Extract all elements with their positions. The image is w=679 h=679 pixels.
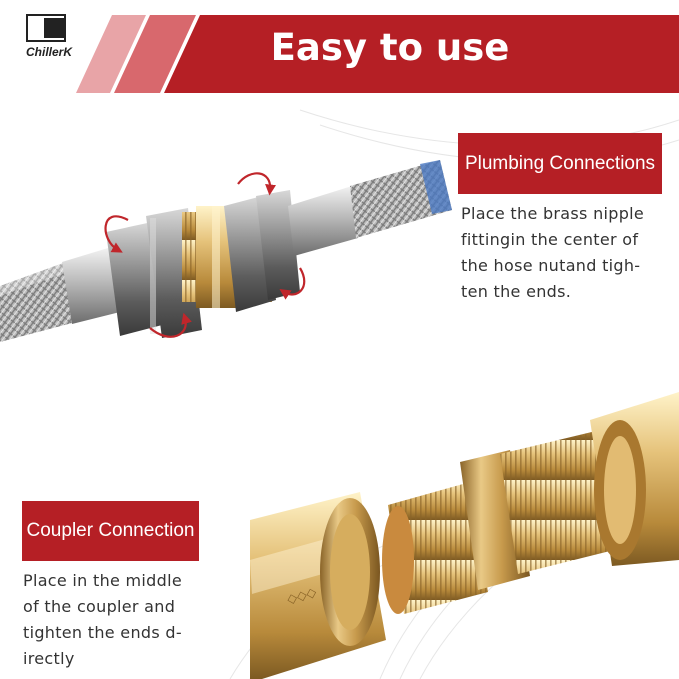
plumbing-description-line: fittingin the center of bbox=[461, 230, 639, 249]
plumbing-description-line: the hose nutand tigh- bbox=[461, 256, 641, 275]
coupler-connection-label: Coupler Connection bbox=[22, 501, 199, 561]
plumbing-connections-label: Plumbing Connections bbox=[458, 133, 662, 194]
coupler-description: Place in the middle of the coupler and t… bbox=[23, 568, 213, 672]
coupler-description-line: irectly bbox=[23, 649, 75, 668]
bottom-coupler-illustration: ◇◇◇ bbox=[250, 392, 679, 679]
plumbing-description: Place the brass nipple fittingin the cen… bbox=[461, 201, 676, 305]
plumbing-description-line: ten the ends. bbox=[461, 282, 572, 301]
logo-mark-icon bbox=[26, 14, 66, 42]
brand-logo: ChillerK bbox=[14, 14, 84, 76]
plumbing-description-line: Place the brass nipple bbox=[461, 204, 645, 223]
logo-text: ChillerK bbox=[25, 45, 72, 59]
coupler-description-line: of the coupler and bbox=[23, 597, 176, 616]
page-title: Easy to use bbox=[270, 26, 510, 69]
coupler-description-line: tighten the ends d- bbox=[23, 623, 182, 642]
coupler-description-line: Place in the middle bbox=[23, 571, 182, 590]
top-hose-illustration bbox=[0, 160, 452, 342]
